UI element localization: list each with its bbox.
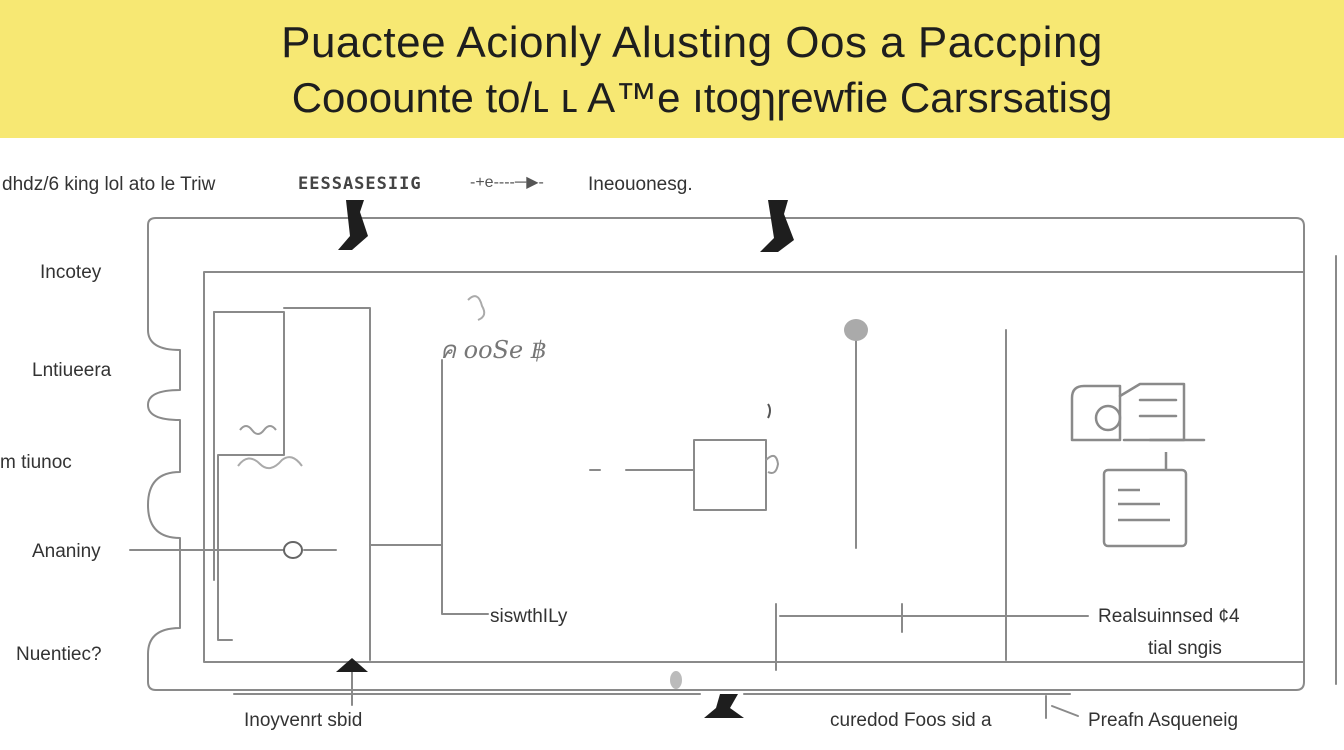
inner-frame — [203, 271, 1305, 663]
top-arrow-1 — [338, 200, 368, 250]
bottom-label-right: Preafn Asqueneig — [1088, 710, 1239, 731]
middle-column — [441, 359, 489, 615]
top-arrow-2 — [760, 200, 794, 252]
panel-icon — [1102, 452, 1188, 548]
top-code-label: EESSASESIIG — [298, 174, 422, 194]
side-label-1: Incotey — [40, 262, 102, 283]
squiggle-1 — [239, 425, 277, 435]
top-left-label: dhdz/6 king lol ato le Triw — [2, 174, 216, 195]
right-label-1: Realsuinnsed ¢4 — [1098, 606, 1240, 627]
bottom-arrow-1 — [336, 658, 368, 672]
outer-frame — [147, 217, 1305, 691]
side-label-5: Nuentiec? — [16, 644, 102, 665]
bottom-weight — [704, 694, 744, 718]
small-box — [693, 439, 767, 511]
bottom-label-left: Inoyvenrt sbid — [244, 710, 363, 731]
diagram-title: Puactee Acionly Alusting Oos a Paccping — [281, 18, 1103, 67]
inner-bottom-label: siswthILy — [490, 606, 568, 627]
side-label-4: Ananiny — [32, 541, 101, 562]
diagram-subtitle: Cooounte to/ʟ ʟ A™e ıtogɿɼewfie Carsrsat… — [291, 74, 1113, 121]
bottom-label-middle: curedod Foos sid a — [830, 710, 992, 731]
bottom-right-arrow — [1051, 705, 1079, 717]
left-block — [213, 311, 285, 641]
right-label-2: tial sngis — [1148, 638, 1222, 659]
title-banner — [0, 0, 1344, 138]
device-icon — [1070, 382, 1206, 442]
inner-swirl-label: ค ooSe ฿ — [440, 336, 547, 364]
top-right-label: Ineouonesg. — [588, 174, 693, 195]
left-tall-block — [283, 307, 371, 661]
side-label-2: Lntiueera — [32, 360, 112, 381]
squiggle-5 — [467, 295, 486, 321]
squiggle-4 — [767, 403, 771, 419]
pin-head — [844, 319, 868, 341]
top-arrow-label: -+e----─▶- — [470, 174, 544, 191]
bottom-blob — [670, 671, 682, 689]
squiggle-2 — [237, 456, 303, 470]
squiggle-3 — [765, 454, 780, 474]
side-label-3: m tiunoc — [0, 452, 72, 473]
ananiny-node — [283, 541, 303, 559]
